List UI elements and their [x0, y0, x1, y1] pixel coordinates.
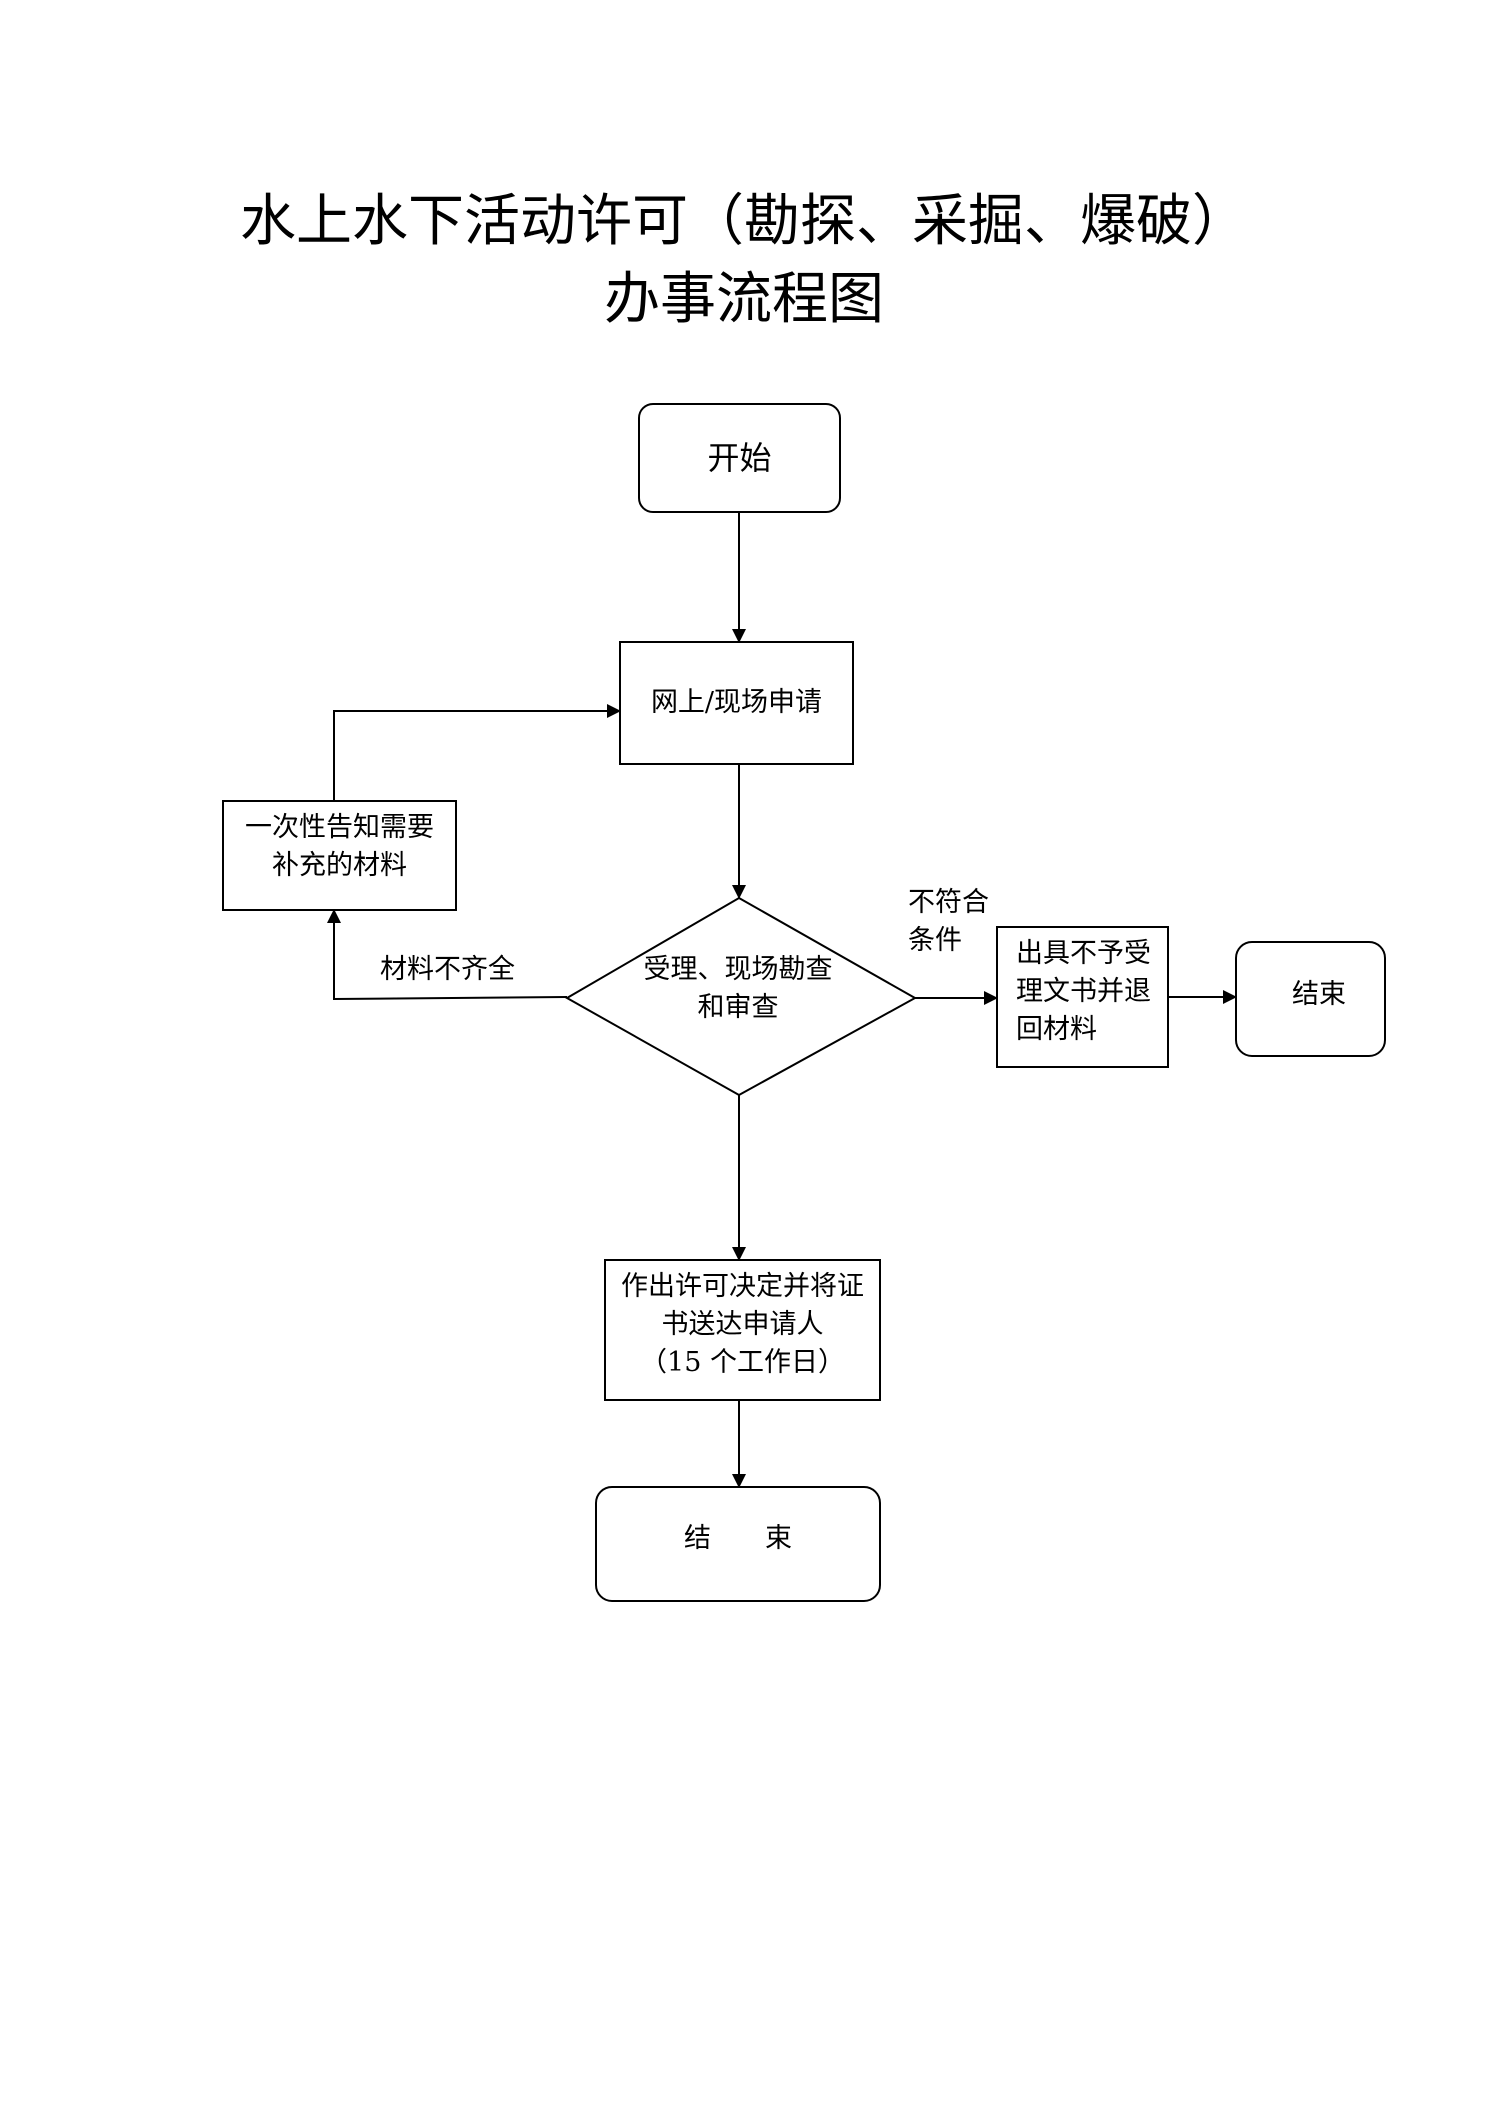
approve-label: 作出许可决定并将证 书送达申请人 （15 个工作日） [605, 1268, 880, 1382]
review-line-2: 和审查 [697, 992, 779, 1023]
page-title: 水上水下活动许可（勘探、采掘、爆破） [240, 189, 1248, 254]
not-qualified-line-1: 不符合 [908, 887, 989, 918]
reject-line-3: 回材料 [1016, 1014, 1097, 1045]
review-line-1: 受理、现场勘查 [643, 954, 833, 985]
edge-review-supplement [327, 909, 568, 1001]
page-subtitle: 办事流程图 [604, 267, 884, 332]
start-label: 开始 [707, 439, 772, 477]
supplement-label: 一次性告知需要 补充的材料 [223, 809, 456, 885]
supplement-line-1: 一次性告知需要 [245, 812, 434, 843]
end-label: 结 束 [684, 1523, 792, 1554]
approve-line-3: （15 个工作日） [640, 1347, 845, 1378]
end-reject-label: 结束 [1292, 979, 1346, 1010]
reject-line-2: 理文书并退 [1016, 976, 1151, 1007]
edge-supplement-apply [333, 704, 621, 801]
review-label: 受理、现场勘查 和审查 [618, 951, 858, 1027]
approve-line-2: 书送达申请人 [661, 1309, 824, 1340]
edge-label-incomplete: 材料不齐全 [380, 954, 515, 985]
not-qualified-line-2: 条件 [908, 925, 962, 956]
supplement-line-2: 补充的材料 [272, 850, 407, 881]
approve-line-1: 作出许可决定并将证 [621, 1271, 864, 1302]
edge-label-not-qualified: 不符合 条件 [908, 884, 989, 960]
reject-line-1: 出具不予受 [1016, 938, 1151, 969]
reject-label: 出具不予受 理文书并退 回材料 [1016, 935, 1166, 1049]
apply-label: 网上/现场申请 [650, 687, 823, 718]
